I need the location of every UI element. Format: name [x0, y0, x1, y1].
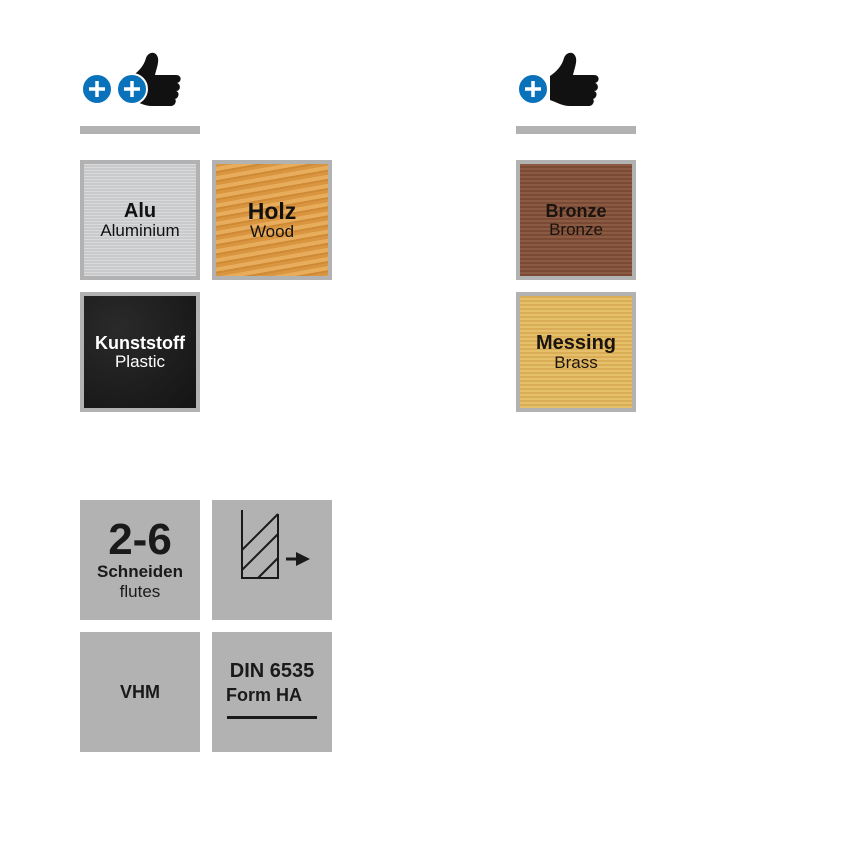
- flutes-label-de: Schneiden: [97, 562, 183, 581]
- material-tile-aluminium: Alu Aluminium: [80, 160, 200, 280]
- divider-bar: [80, 126, 200, 134]
- carbide-label: VHM: [120, 681, 160, 702]
- underline: [227, 715, 317, 719]
- helix-cutting-direction-icon: [241, 510, 310, 579]
- material-name-en: Bronze: [549, 219, 603, 239]
- divider-bar: [516, 126, 636, 134]
- material-tile-brass: Messing Brass: [516, 292, 636, 412]
- material-name-de: Holz: [247, 198, 297, 224]
- material-tile-bronze: Bronze Bronze: [516, 160, 636, 280]
- material-tile-wood: Holz Wood: [212, 160, 332, 280]
- material-name-de: Kunststoff: [95, 332, 185, 353]
- din-standard: DIN 6535: [229, 659, 315, 682]
- material-name-en: Wood: [249, 222, 295, 242]
- material-name-en: Plastic: [114, 351, 166, 371]
- rating-very-suitable-icon: [81, 52, 181, 106]
- material-name-de: Bronze: [545, 200, 607, 221]
- shank-form: Form HA: [226, 684, 302, 705]
- material-name-de: Messing: [535, 331, 617, 354]
- material-vhm-tile: VHM: [80, 632, 200, 752]
- material-name-en: Aluminium: [100, 220, 180, 240]
- material-name-en: Brass: [554, 352, 598, 372]
- flutes-value: 2-6: [108, 515, 172, 564]
- material-tile-plastic: Kunststoff Plastic: [80, 292, 200, 412]
- din-standard-tile: DIN 6535 Form HA: [212, 632, 332, 752]
- flutes-label-en: flutes: [119, 582, 161, 601]
- thumbs-up-icon: [550, 52, 599, 106]
- helix-tile: [212, 500, 332, 620]
- flutes-tile: 2-6 Schneiden flutes: [80, 500, 200, 620]
- rating-suitable-icon: [517, 52, 599, 106]
- material-name-de: Alu: [123, 199, 157, 222]
